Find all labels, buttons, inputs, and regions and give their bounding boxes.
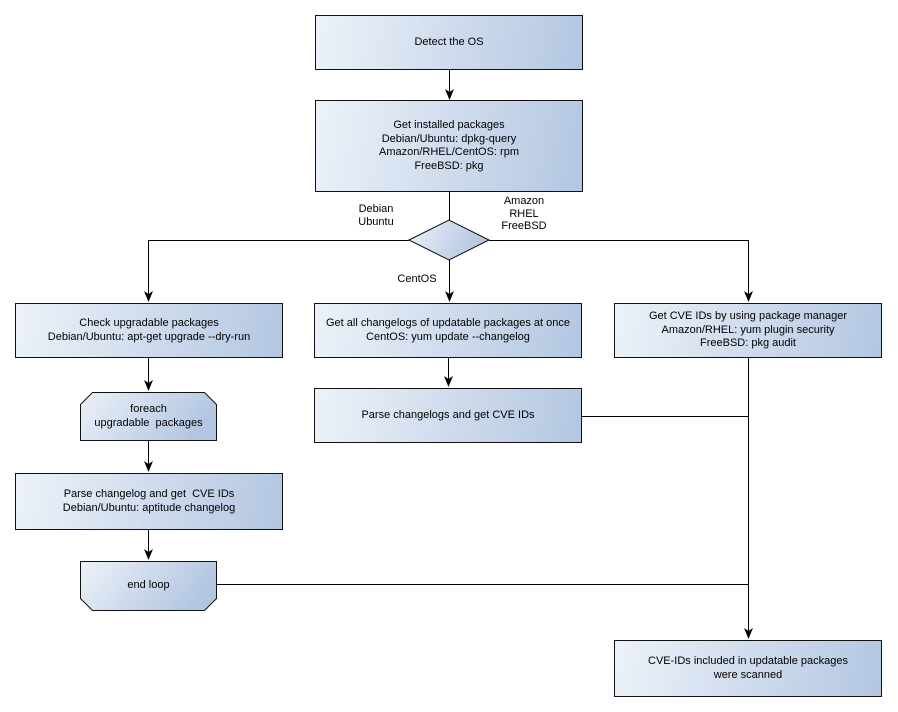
node-check-upgradable-packages: Check upgradable packages Debian/Ubuntu:… [15, 303, 283, 358]
edge-decision-to-right [489, 240, 749, 298]
node-get-installed-packages-label: Get installed packages Debian/Ubuntu: dp… [379, 119, 519, 172]
arrowhead [144, 461, 153, 472]
arrowhead [744, 291, 753, 302]
node-check-upgradable-packages-label: Check upgradable packages Debian/Ubuntu:… [47, 317, 251, 343]
foreach-loop-shape [80, 392, 217, 441]
arrowhead [445, 291, 454, 302]
node-detect-os-label: Detect the OS [414, 35, 484, 48]
arrowhead [144, 291, 153, 302]
decision-diamond [407, 219, 491, 261]
end-loop-shape [80, 561, 217, 611]
edge-label-centos: CentOS [397, 273, 437, 285]
node-get-all-changelogs: Get all changelogs of updatable packages… [314, 303, 582, 358]
arrowhead [144, 549, 153, 560]
node-detect-os: Detect the OS [315, 15, 583, 70]
node-parse-changelog-left: Parse changelog and get CVE IDs Debian/U… [15, 473, 283, 530]
node-scanned-result-label: CVE-IDs included in updatable packages w… [648, 655, 848, 681]
arrowhead [445, 89, 454, 100]
edge-label-debian-ubuntu: Debian Ubuntu [358, 203, 394, 228]
node-parse-changelog-left-label: Parse changelog and get CVE IDs Debian/U… [62, 488, 236, 514]
node-parse-changelogs-mid: Parse changelogs and get CVE IDs [314, 388, 582, 443]
node-get-all-changelogs-label: Get all changelogs of updatable packages… [325, 317, 570, 343]
node-get-cve-ids-right: Get CVE IDs by using package manager Ama… [614, 303, 882, 358]
arrowhead [144, 380, 153, 391]
arrowhead [744, 628, 753, 639]
node-get-cve-ids-right-label: Get CVE IDs by using package manager Ama… [648, 310, 848, 350]
edge-decision-to-left [148, 240, 409, 298]
node-get-installed-packages: Get installed packages Debian/Ubuntu: dp… [315, 100, 583, 192]
node-parse-changelogs-mid-label: Parse changelogs and get CVE IDs [361, 408, 535, 421]
edge-label-amazon-rhel-freebsd: Amazon RHEL FreeBSD [501, 195, 547, 232]
arrowhead [444, 376, 453, 387]
node-scanned-result: CVE-IDs included in updatable packages w… [614, 640, 882, 697]
